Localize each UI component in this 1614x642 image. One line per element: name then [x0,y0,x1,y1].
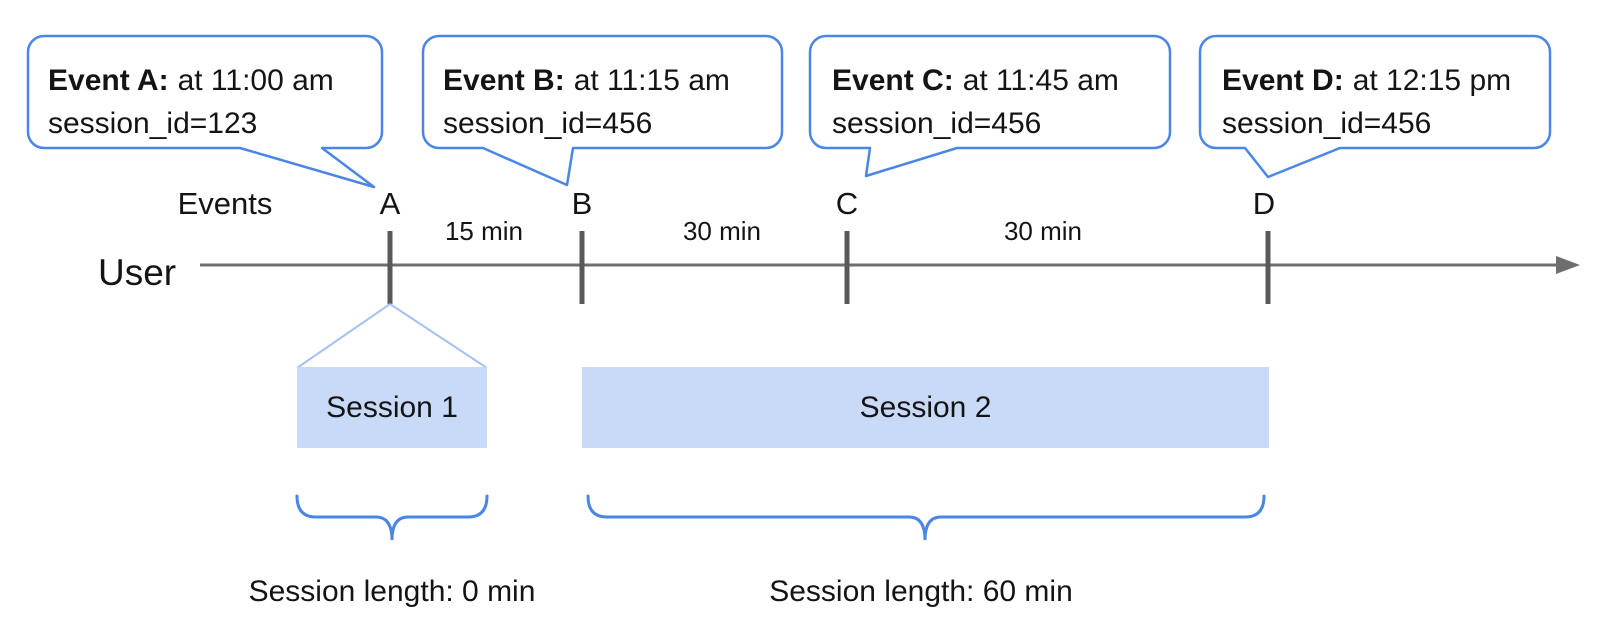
event-marker-label-d: D [1252,186,1276,221]
callout-line-1: Event C:at 11:45 am [832,59,1119,102]
session-1-bar [297,367,487,448]
event-b-time: at 11:15 am [573,64,730,97]
callout-text-event-c: Event C:at 11:45 am session_id=456 [832,59,1119,145]
callout-bubble-event-c [808,34,1172,178]
callout-bubble-event-d [1198,34,1552,179]
event-b-session-id: session_id=456 [443,107,653,140]
callout-text-event-a: Event A:at 11:00 am session_id=123 [48,59,334,145]
callout-line-1: Event D:at 12:15 pm [1222,59,1511,102]
event-a-time: at 11:00 am [177,64,334,97]
interval-label-b-c: 30 min [682,216,762,246]
callout-line-1: Event A:at 11:00 am [48,59,334,102]
funnel-line-left [296,303,391,369]
event-marker-label-a: A [379,186,401,221]
event-marker-label-c: C [835,186,859,221]
brace-session-1 [295,494,489,541]
callout-text-event-b: Event B:at 11:15 am session_id=456 [443,59,730,145]
event-b-title: Event B: [443,64,565,97]
session-1-label: Session 1 [326,390,458,424]
callout-bubble-event-a [26,34,384,189]
session-2-bar [582,367,1269,448]
interval-label-c-d: 30 min [1003,216,1083,246]
brace-session-2 [586,494,1266,541]
event-d-session-id: session_id=456 [1222,107,1432,140]
interval-label-a-b: 15 min [444,216,524,246]
timeline-arrowhead-icon [1556,256,1580,274]
callout-bubble-event-b [421,34,784,187]
event-d-title: Event D: [1222,64,1344,97]
user-row-label: User [98,252,177,293]
funnel-line-right [389,303,488,369]
callout-line-1: Event B:at 11:15 am [443,59,730,102]
session-2-label: Session 2 [859,390,992,424]
event-a-title: Event A: [48,64,169,97]
event-c-session-id: session_id=456 [832,107,1042,140]
callout-text-event-d: Event D:at 12:15 pm session_id=456 [1222,59,1511,145]
event-c-title: Event C: [832,64,954,97]
event-a-session-id: session_id=123 [48,107,258,140]
session-1-length-label: Session length: 0 min [248,575,536,608]
event-c-time: at 11:45 am [962,64,1119,97]
event-marker-label-b: B [571,186,593,221]
session-2-length-label: Session length: 60 min [769,575,1073,608]
events-axis-label: Events [177,186,273,221]
event-d-time: at 12:15 pm [1352,64,1512,97]
